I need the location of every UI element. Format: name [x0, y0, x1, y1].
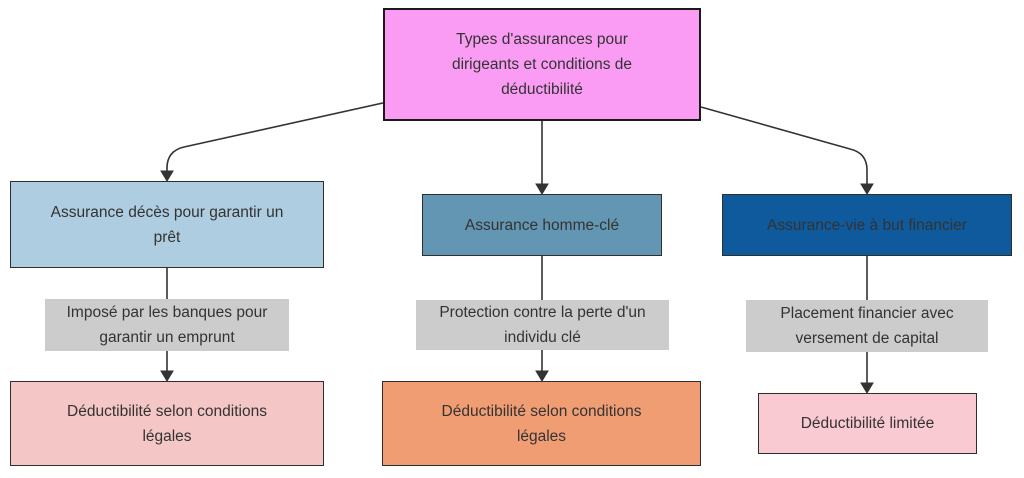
node-deductibilite-limitee: Déductibilité limitée	[758, 393, 977, 454]
edge-label-placement-financier-text: Placement financier avec versement de ca…	[780, 305, 954, 347]
root-node-label: Types d'assurances pour dirigeants et co…	[451, 31, 633, 98]
edge-label-impose-banques-text: Imposé par les banques pour garantir un …	[66, 304, 268, 346]
edge-label-protection-perte: Protection contre la perte d'un individu…	[416, 300, 669, 350]
arrow-root-to-right	[700, 106, 868, 185]
node-deductibilite-conditions-left-label: Déductibilité selon conditions légales	[67, 402, 267, 445]
arrowhead-left-to-outcome	[160, 370, 174, 382]
node-deductibilite-conditions-middle: Déductibilité selon conditions légales	[382, 381, 701, 466]
node-assurance-vie-label: Assurance-vie à but financier	[767, 216, 967, 234]
arrowhead-right-to-outcome	[860, 382, 874, 394]
edge-label-protection-perte-text: Protection contre la perte d'un individu…	[439, 304, 646, 346]
node-assurance-vie: Assurance-vie à but financier	[722, 194, 1012, 256]
root-node-types-assurances: Types d'assurances pour dirigeants et co…	[383, 8, 701, 121]
arrowhead-middle-to-outcome	[535, 370, 549, 382]
arrowhead-root-to-middle	[535, 183, 549, 195]
edge-label-placement-financier: Placement financier avec versement de ca…	[746, 300, 988, 352]
edge-label-impose-banques: Imposé par les banques pour garantir un …	[45, 299, 289, 351]
node-deductibilite-conditions-left: Déductibilité selon conditions légales	[10, 381, 324, 466]
node-assurance-homme-cle: Assurance homme-clé	[422, 194, 662, 256]
node-assurance-deces: Assurance décès pour garantir un prêt	[10, 181, 324, 268]
node-deductibilite-conditions-middle-label: Déductibilité selon conditions légales	[441, 402, 642, 445]
arrow-root-to-left	[166, 102, 384, 172]
node-deductibilite-limitee-label: Déductibilité limitée	[800, 415, 935, 432]
arrowhead-root-to-left	[160, 170, 174, 182]
arrowhead-root-to-right	[860, 183, 874, 195]
node-assurance-homme-cle-label: Assurance homme-clé	[464, 216, 620, 234]
node-assurance-deces-label: Assurance décès pour garantir un prêt	[50, 203, 284, 246]
